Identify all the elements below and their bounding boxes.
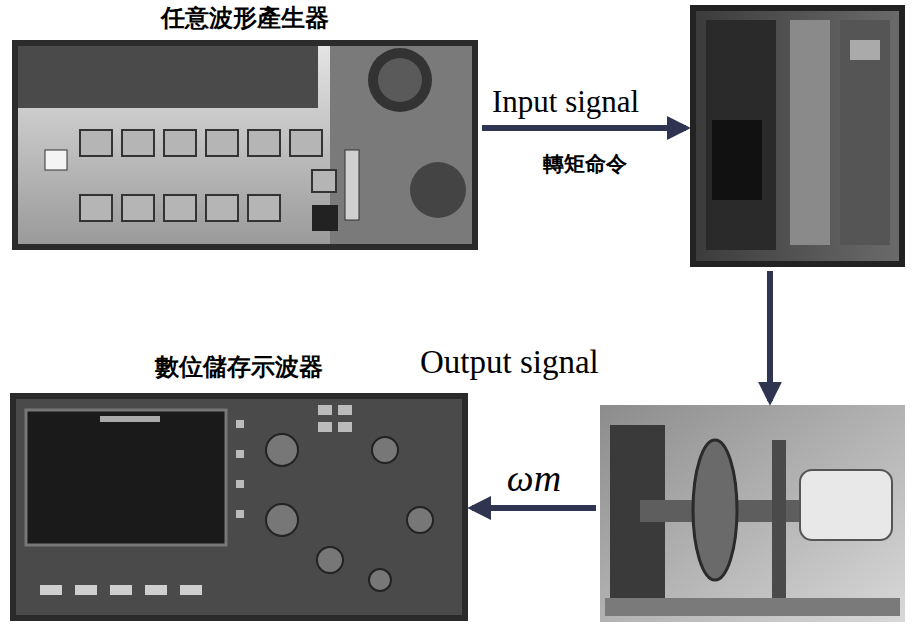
photo-detail bbox=[248, 130, 280, 156]
photo-detail bbox=[18, 46, 472, 244]
photo-detail bbox=[800, 470, 892, 540]
photo-detail bbox=[75, 585, 97, 595]
signal-description: 轉矩命令 bbox=[543, 150, 627, 178]
photo-detail bbox=[206, 195, 238, 221]
signal-name: Input signal bbox=[492, 84, 639, 120]
photo-detail bbox=[16, 399, 462, 615]
photo-detail bbox=[40, 585, 62, 595]
signal-name: Output signal bbox=[420, 344, 599, 381]
photo-detail bbox=[330, 46, 472, 244]
waveform-generator-photo bbox=[12, 40, 478, 250]
signal-arrow bbox=[472, 505, 596, 511]
photo-detail bbox=[790, 20, 830, 245]
photo-detail bbox=[712, 120, 762, 200]
oscilloscope-photo bbox=[10, 393, 468, 621]
photo-detail bbox=[122, 195, 154, 221]
equipment-box: 任意波形產生器 bbox=[12, 40, 478, 250]
photo-detail bbox=[317, 547, 343, 573]
photo-detail bbox=[248, 195, 280, 221]
photo-detail bbox=[850, 40, 880, 60]
photo-detail bbox=[236, 420, 244, 428]
photo-detail bbox=[345, 150, 359, 220]
photo-detail bbox=[368, 48, 432, 112]
photo-detail bbox=[690, 5, 905, 267]
photo-detail bbox=[80, 130, 112, 156]
photo-detail bbox=[605, 598, 900, 616]
photo-detail bbox=[318, 405, 332, 415]
photo-detail bbox=[80, 195, 112, 221]
signal-arrow bbox=[482, 125, 686, 131]
speed-symbol: ωm bbox=[503, 456, 565, 500]
photo-detail bbox=[706, 20, 776, 250]
photo-detail bbox=[164, 130, 196, 156]
signal-arrow bbox=[767, 271, 773, 401]
photo-detail bbox=[696, 11, 899, 261]
photo-detail bbox=[372, 437, 398, 463]
photo-detail bbox=[206, 130, 238, 156]
photo-detail bbox=[693, 440, 737, 580]
photo-detail bbox=[12, 40, 478, 250]
servo-driver-photo bbox=[690, 5, 905, 267]
photo-detail bbox=[772, 440, 786, 600]
photo-detail bbox=[290, 130, 322, 156]
photo-detail bbox=[180, 585, 202, 595]
photo-detail bbox=[378, 58, 422, 102]
equipment-box bbox=[600, 405, 905, 622]
photo-detail bbox=[45, 150, 67, 170]
photo-detail bbox=[80, 130, 336, 221]
photo-detail bbox=[318, 422, 332, 432]
photo-detail bbox=[600, 405, 905, 622]
equipment-heading: 任意波形產生器 bbox=[0, 2, 518, 34]
photo-detail bbox=[145, 585, 167, 595]
photo-detail bbox=[10, 393, 468, 621]
photo-detail bbox=[266, 504, 298, 536]
photo-detail bbox=[312, 170, 336, 192]
photo-detail bbox=[266, 434, 433, 591]
photo-detail bbox=[407, 507, 433, 533]
photo-detail bbox=[312, 205, 338, 231]
photo-detail bbox=[122, 130, 154, 156]
photo-detail bbox=[369, 569, 391, 591]
photo-detail bbox=[26, 410, 226, 545]
equipment-box bbox=[690, 5, 905, 267]
photo-detail bbox=[40, 585, 202, 595]
photo-detail bbox=[100, 416, 160, 422]
photo-detail bbox=[266, 434, 298, 466]
photo-detail bbox=[410, 162, 466, 218]
photo-detail bbox=[840, 20, 890, 245]
photo-detail bbox=[18, 46, 318, 108]
photo-detail bbox=[236, 480, 244, 488]
photo-detail bbox=[164, 195, 196, 221]
equipment-box: 數位儲存示波器 bbox=[10, 393, 468, 621]
photo-detail bbox=[338, 405, 352, 415]
photo-detail bbox=[236, 450, 244, 458]
motor-bench-photo bbox=[600, 405, 905, 622]
photo-detail bbox=[236, 405, 352, 518]
photo-detail bbox=[236, 510, 244, 518]
photo-detail bbox=[110, 585, 132, 595]
photo-detail bbox=[338, 422, 352, 432]
